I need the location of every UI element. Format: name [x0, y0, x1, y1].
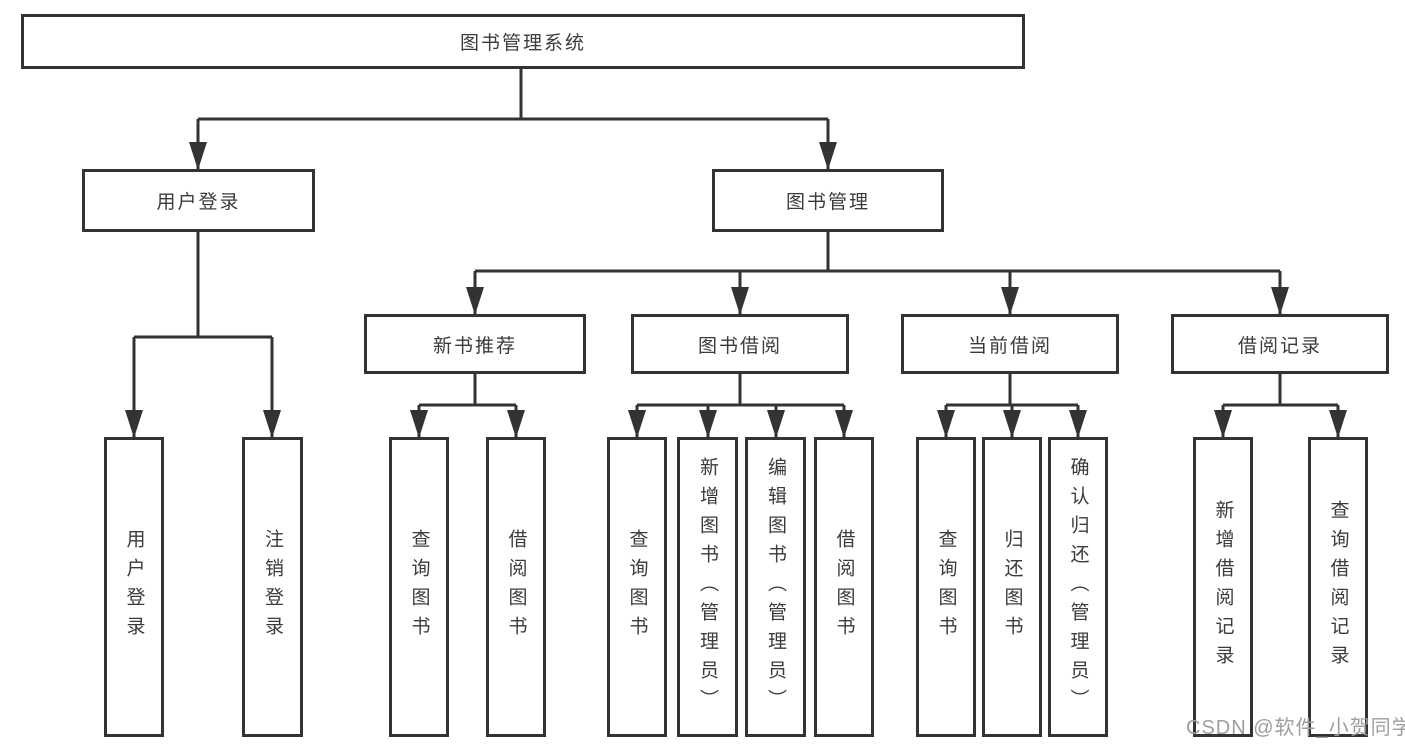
leaf-nbr-borrow-books: 借阅图书 — [486, 437, 546, 737]
leaf-cb-confirm-return-admin-label: 确认归还（管理员） — [1067, 456, 1089, 718]
connector-book-management-children — [466, 232, 1289, 315]
node-book-management: 图书管理 — [712, 169, 944, 232]
node-current-borrowing: 当前借阅 — [901, 314, 1119, 374]
node-current-borrowing-label: 当前借阅 — [967, 335, 1052, 357]
leaf-br-query-record-label: 查询借阅记录 — [1327, 500, 1349, 674]
node-borrowing-records-label: 借阅记录 — [1237, 335, 1322, 357]
leaf-bb-borrow-books-label: 借阅图书 — [833, 529, 855, 645]
node-user-login-label: 用户登录 — [156, 192, 241, 213]
node-book-borrowing-label: 图书借阅 — [697, 335, 782, 357]
connector-new-book-recommend-children — [410, 374, 525, 438]
leaf-bb-query-books: 查询图书 — [607, 437, 667, 737]
leaf-bb-edit-books-admin: 编辑图书（管理员） — [745, 437, 806, 737]
node-user-login: 用户登录 — [82, 169, 315, 232]
leaf-cb-confirm-return-admin: 确认归还（管理员） — [1048, 437, 1108, 737]
node-book-management-label: 图书管理 — [785, 192, 870, 213]
leaf-cb-return-books-label: 归还图书 — [1001, 529, 1023, 645]
connector-user-login-children — [125, 232, 281, 438]
leaf-br-query-record: 查询借阅记录 — [1308, 437, 1368, 737]
leaf-cb-return-books: 归还图书 — [982, 437, 1042, 737]
connector-borrowing-records-children — [1214, 374, 1347, 438]
leaf-br-add-record: 新增借阅记录 — [1193, 437, 1253, 737]
connector-root-to-level1 — [189, 69, 837, 170]
leaf-bb-borrow-books: 借阅图书 — [814, 437, 874, 737]
leaf-nbr-query-books: 查询图书 — [389, 437, 449, 737]
leaf-logout-login: 注销登录 — [242, 437, 303, 737]
leaf-nbr-query-books-label: 查询图书 — [408, 529, 430, 645]
leaf-cb-query-books: 查询图书 — [916, 437, 976, 737]
connector-current-borrowing-children — [937, 374, 1087, 438]
leaf-bb-query-books-label: 查询图书 — [626, 529, 648, 645]
node-new-book-recommend: 新书推荐 — [364, 314, 586, 374]
leaf-bb-edit-books-admin-label: 编辑图书（管理员） — [765, 456, 786, 718]
watermark: CSDN @软件_小贺同学 — [1186, 717, 1405, 739]
leaf-user-login: 用户登录 — [104, 437, 164, 737]
leaf-logout-login-label: 注销登录 — [262, 529, 283, 645]
leaf-cb-query-books-label: 查询图书 — [935, 529, 957, 645]
node-borrowing-records: 借阅记录 — [1171, 314, 1389, 374]
leaf-bb-add-books-admin: 新增图书（管理员） — [677, 437, 738, 737]
node-new-book-recommend-label: 新书推荐 — [432, 335, 517, 357]
leaf-bb-add-books-admin-label: 新增图书（管理员） — [697, 456, 718, 718]
node-root-label: 图书管理系统 — [459, 33, 586, 54]
leaf-br-add-record-label: 新增借阅记录 — [1212, 500, 1234, 674]
leaf-user-login-label: 用户登录 — [123, 529, 145, 645]
connector-book-borrowing-children — [628, 374, 853, 438]
leaf-nbr-borrow-books-label: 借阅图书 — [505, 529, 527, 645]
node-root: 图书管理系统 — [21, 14, 1025, 69]
node-book-borrowing: 图书借阅 — [631, 314, 849, 374]
